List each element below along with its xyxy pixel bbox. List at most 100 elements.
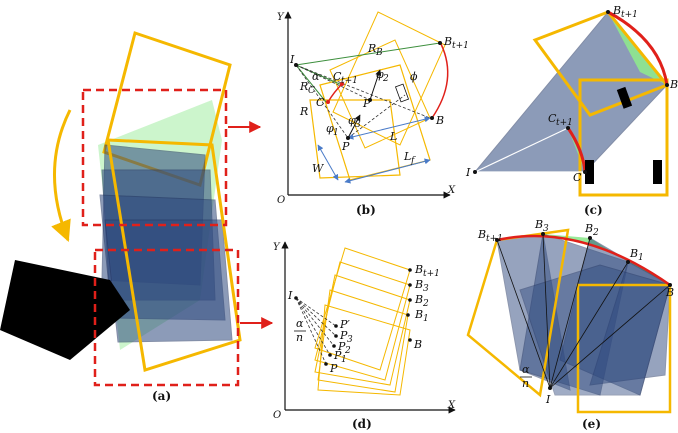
caption-d: (d) (352, 417, 372, 431)
panel-c: B t+1 B C t+1 C I (c) (465, 4, 678, 217)
label-Bt1: B (414, 263, 423, 276)
label-C: C (316, 96, 325, 109)
footprint-end (106, 138, 242, 372)
caption-b: (b) (356, 203, 376, 217)
label-phi3: φ (348, 114, 356, 127)
ray (549, 261, 629, 389)
label-Ct1-sub: t+1 (556, 118, 573, 128)
label-B1: B (629, 247, 638, 260)
label-P: P (329, 362, 338, 375)
arc-C (566, 127, 587, 173)
caption-c: (c) (584, 203, 603, 217)
ray (295, 297, 331, 356)
vector-Lf (344, 158, 431, 184)
point-B1 (626, 260, 630, 264)
point-P2 (332, 344, 336, 348)
wheel (585, 160, 594, 184)
axis-y-label: Y (273, 242, 281, 253)
point-P1 (328, 353, 332, 357)
ray (295, 297, 337, 327)
label-Bt1: B (612, 4, 621, 17)
point-B (668, 283, 672, 287)
footprint-outline (317, 304, 411, 396)
footprint-end (576, 283, 672, 414)
label-B3-sub: 3 (543, 224, 549, 234)
footprint-intermediate (589, 261, 671, 386)
label-Bt1: B (443, 35, 452, 48)
point-B (665, 83, 669, 87)
vector-phi (369, 69, 382, 101)
zoom-box-bottom (93, 248, 240, 387)
label-B1: B (414, 308, 423, 321)
point-P-bot (346, 136, 350, 140)
radius-line (474, 127, 569, 173)
label-Ct1: C (333, 70, 342, 83)
point-B (408, 338, 412, 342)
arc-B (431, 43, 449, 119)
label-Bt1: B (477, 228, 486, 241)
vector-L (347, 116, 431, 140)
label-RC-sub: C (308, 86, 315, 96)
ray (542, 233, 551, 389)
label-phi1-sub: 1 (333, 128, 339, 138)
label-C: C (573, 171, 582, 184)
point-B2 (588, 236, 592, 240)
label-P3: P (339, 329, 348, 342)
label-P-top: P (362, 97, 371, 110)
label-phi3-sub: 3 (355, 120, 361, 130)
panel-e: B t+1 B 3 B 2 B 1 B α n I (e) (466, 218, 674, 431)
label-RC: R (299, 80, 308, 93)
label-B: B (669, 78, 678, 91)
obstacle (0, 260, 130, 360)
point-P3 (334, 334, 338, 338)
label-I: I (465, 166, 471, 179)
caption-e: (e) (582, 417, 601, 431)
label-Ct1-sub: t+1 (341, 76, 358, 86)
point-I (548, 386, 552, 390)
label-I: I (289, 53, 295, 66)
ray (295, 297, 335, 347)
label-B2-sub: 2 (592, 228, 599, 238)
vector-phi1 (347, 114, 361, 139)
label-Bt1-sub: t+1 (486, 234, 503, 244)
label-Bt1-sub: t+1 (423, 269, 440, 279)
label-Lf-sub: f (410, 156, 416, 166)
guide-line (295, 64, 431, 119)
origin-label: O (273, 410, 281, 421)
label-I: I (545, 393, 551, 406)
label-RB-sub: B (375, 48, 383, 58)
point-P-prime (334, 324, 338, 328)
swept-triangle (473, 11, 668, 173)
label-phi2: φ (376, 68, 384, 81)
rotation-arrow (51, 109, 72, 242)
label-I: I (287, 289, 293, 302)
point-B1 (406, 313, 410, 317)
footprint-outline (332, 11, 446, 146)
label-RB: R (367, 42, 376, 55)
wheel (616, 86, 633, 109)
label-alpha: α (312, 70, 320, 83)
vector-W (317, 144, 339, 181)
label-L: L (389, 130, 397, 143)
point-I (294, 63, 298, 67)
label-Bt1-sub: t+1 (621, 10, 638, 20)
point-B2 (408, 298, 412, 302)
zoom-box-top (81, 88, 228, 227)
label-B: B (665, 286, 674, 299)
wheel (653, 160, 662, 184)
label-phi1: φ (326, 122, 334, 135)
label-alpha: α (296, 317, 304, 330)
label-n: n (522, 377, 529, 390)
point-Bt1 (408, 268, 412, 272)
panel-b: Y X O I B t+1 (277, 11, 469, 217)
arc-B (496, 234, 671, 287)
origin-label: O (277, 195, 285, 206)
label-Lf: L (403, 150, 411, 163)
footprint-outline (314, 247, 411, 371)
label-P1-sub: 1 (341, 355, 347, 365)
footprint-outline (309, 99, 401, 179)
label-P2: P (337, 340, 346, 353)
panel-d: Y X O I α n B t+1 B 3 B (273, 241, 456, 431)
radius-RC (295, 64, 343, 86)
ray (549, 237, 591, 389)
